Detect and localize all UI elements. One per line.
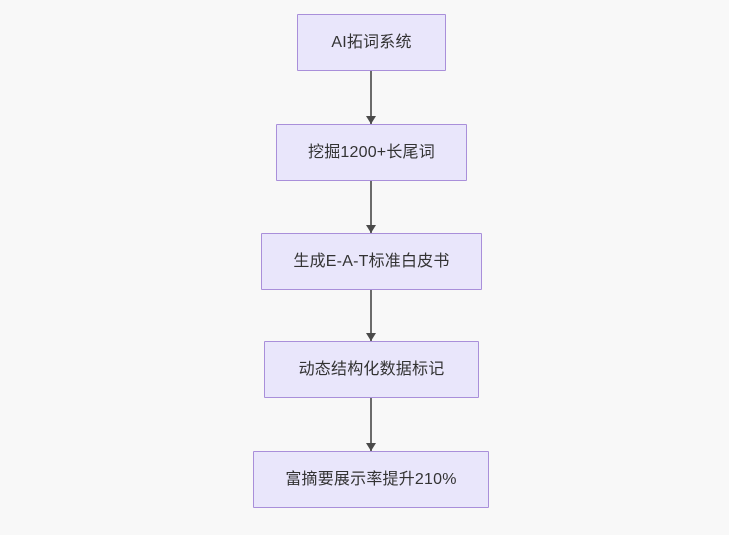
flow-node-n2[interactable]: 挖掘1200+长尾词 [276,124,467,181]
arrow-head-icon [365,225,376,233]
flow-node-label: 富摘要展示率提升210% [285,470,457,488]
flow-node-label: 挖掘1200+长尾词 [308,143,435,161]
flow-node-label: 动态结构化数据标记 [298,360,445,378]
edge-line [370,71,372,124]
flow-node-label: 生成E-A-T标准白皮书 [293,252,450,270]
flow-node-n5[interactable]: 富摘要展示率提升210% [253,451,489,508]
arrow-head-icon [365,333,376,341]
edge-line [370,181,372,233]
arrow-head-icon [365,443,376,451]
arrow-head-icon [365,116,376,124]
flow-node-n4[interactable]: 动态结构化数据标记 [264,341,479,398]
flow-node-n3[interactable]: 生成E-A-T标准白皮书 [261,233,482,290]
flow-node-label: AI拓词系统 [331,33,412,51]
flow-node-n1[interactable]: AI拓词系统 [297,14,446,71]
edge-line [370,398,372,451]
edge-line [370,290,372,341]
